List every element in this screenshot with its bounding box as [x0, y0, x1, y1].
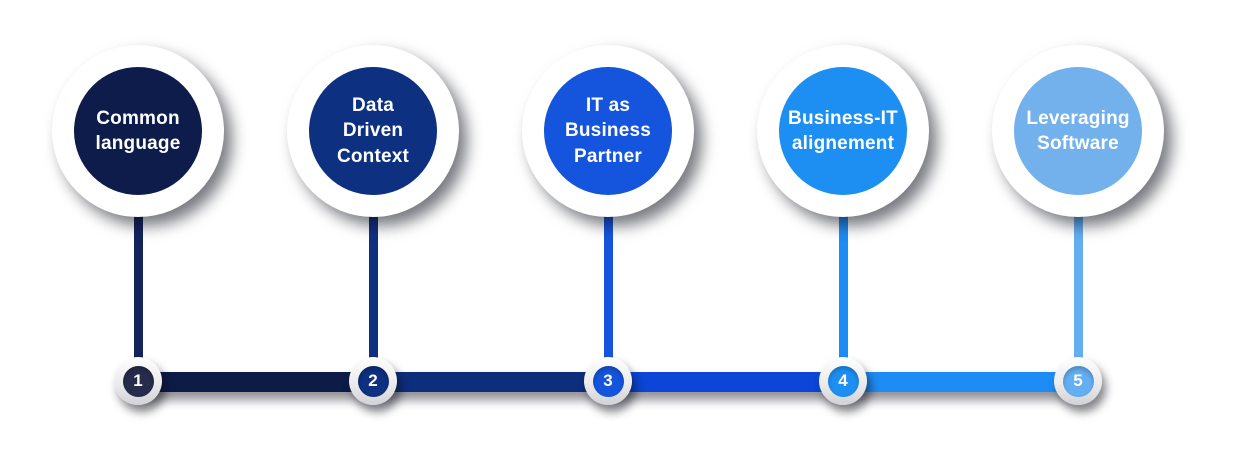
step-4-label-line: Business-IT — [788, 107, 898, 129]
step-1-label: Common language — [74, 67, 202, 195]
step-5-label-line: Leveraging — [1026, 107, 1130, 129]
step-3-label-line: Business — [564, 120, 652, 142]
step-2-label-line: Driven — [342, 120, 404, 142]
step-5-circle: Leveraging Software — [992, 45, 1164, 217]
step-1-label-line: Common — [96, 107, 180, 129]
timeline-segment-4-5 — [843, 372, 1078, 392]
step-5-number: 5 — [1073, 371, 1083, 390]
step-2-number: 2 — [368, 371, 378, 390]
step-3-label-line: Partner — [574, 145, 642, 167]
step-1-label-line: language — [95, 133, 181, 154]
step-1-circle: Common language — [52, 45, 224, 217]
step-3-label: IT as Business Partner — [544, 67, 672, 195]
step-2-connector-line — [369, 200, 378, 381]
step-5-label: Leveraging Software — [1014, 67, 1142, 195]
step-1-connector-line — [134, 200, 143, 381]
step-2-number-badge: 2 — [357, 365, 389, 397]
step-4-timeline-node: 4 — [819, 357, 867, 405]
timeline-bar — [138, 372, 1078, 392]
timeline-segment-1-2 — [138, 372, 373, 392]
timeline-segment-2-3 — [373, 372, 608, 392]
step-2-label-line: Data — [352, 95, 394, 117]
step-3-number: 3 — [603, 371, 613, 390]
step-2-label-line: Context — [336, 145, 410, 167]
step-1-timeline-node: 1 — [114, 357, 162, 405]
step-3-label-line: IT as — [585, 95, 631, 117]
step-3-timeline-node: 3 — [584, 357, 632, 405]
step-1-number-badge: 1 — [122, 365, 154, 397]
step-3-connector-line — [604, 200, 613, 381]
step-3-number-badge: 3 — [592, 365, 624, 397]
step-5-timeline-node: 5 — [1054, 357, 1102, 405]
step-4-connector-line — [839, 200, 848, 381]
step-2-label: Data Driven Context — [309, 67, 437, 195]
step-2-circle: Data Driven Context — [287, 45, 459, 217]
step-5-label-line: Software — [1037, 133, 1119, 154]
step-4-circle: Business-IT alignement — [757, 45, 929, 217]
step-5-connector-line — [1074, 200, 1083, 381]
step-4-number-badge: 4 — [827, 365, 859, 397]
step-4-number: 4 — [838, 371, 848, 390]
step-3-circle: IT as Business Partner — [522, 45, 694, 217]
step-2-timeline-node: 2 — [349, 357, 397, 405]
timeline-segment-3-4 — [608, 372, 843, 392]
step-5-number-badge: 5 — [1062, 365, 1094, 397]
step-1-number: 1 — [133, 371, 143, 390]
step-4-label-line: alignement — [791, 133, 895, 154]
step-4-label: Business-IT alignement — [779, 67, 907, 195]
